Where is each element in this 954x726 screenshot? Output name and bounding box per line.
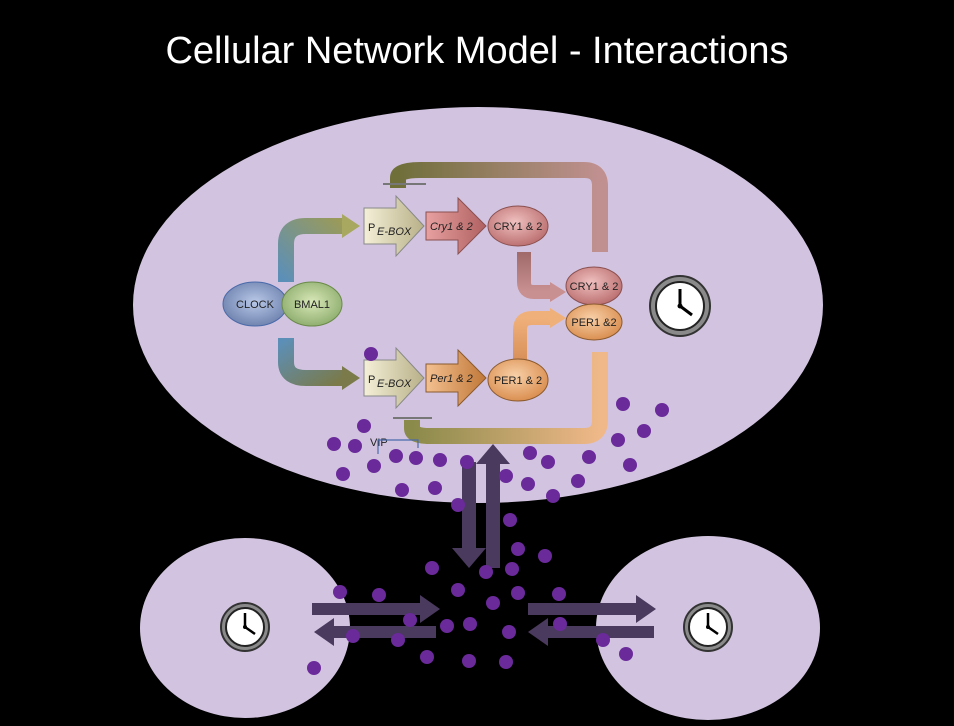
per-complex-label: PER1 &2 <box>571 317 616 329</box>
exchange-arrows-vertical <box>452 444 510 568</box>
bottom-promoter-subscript: E-BOX <box>377 378 412 390</box>
top-promoter-subscript: E-BOX <box>377 226 412 238</box>
bmal1-node: BMAL1 <box>281 281 343 327</box>
per-to-complex-arrow <box>513 311 552 360</box>
top-activation-arrowhead <box>342 214 360 238</box>
cry-complex-label: CRY1 & 2 <box>570 281 619 293</box>
bottom-feedback-loop <box>404 352 608 444</box>
per-gene: Per1 & 2 <box>425 348 487 408</box>
cry-protein: CRY1 & 2 <box>487 205 549 247</box>
clock-icon <box>649 275 711 337</box>
bottom-activation-arrowhead <box>342 366 360 390</box>
top-activation-arrow <box>278 218 344 282</box>
page-title: Cellular Network Model - Interactions <box>165 30 789 72</box>
exchange-arrows-left <box>312 595 440 646</box>
cry-to-complex-arrow <box>517 252 552 299</box>
exchange-arrows-right <box>528 595 656 646</box>
per-complex: PER1 &2 <box>565 303 623 341</box>
cry-to-complex-arrowhead <box>550 282 566 302</box>
per-protein: PER1 & 2 <box>487 358 549 402</box>
bmal1-node-label: BMAL1 <box>294 299 330 311</box>
per-protein-label: PER1 & 2 <box>494 375 542 387</box>
top-feedback-loop <box>390 162 608 252</box>
vip-bracket <box>377 439 419 454</box>
cry-gene-label: Cry1 & 2 <box>430 221 473 233</box>
cry-complex: CRY1 & 2 <box>565 266 623 306</box>
top-promoter-label: P <box>368 222 375 234</box>
cry-protein-label: CRY1 & 2 <box>494 221 543 233</box>
per-to-complex-arrowhead <box>550 308 566 328</box>
vip-dots <box>307 347 669 675</box>
per-gene-label: Per1 & 2 <box>430 373 473 385</box>
bottom-promoter: P E-BOX <box>363 346 425 410</box>
bottom-promoter-label: P <box>368 374 375 386</box>
vip-label: VIP <box>370 437 388 449</box>
clock-icon <box>220 602 270 652</box>
clock-icon <box>683 602 733 652</box>
top-promoter: P E-BOX <box>363 194 425 258</box>
main-cell <box>133 107 823 503</box>
clock-node-label: CLOCK <box>236 299 275 311</box>
clock-node: CLOCK <box>222 281 288 327</box>
cry-gene: Cry1 & 2 <box>425 196 487 256</box>
bottom-activation-arrow <box>278 338 344 386</box>
